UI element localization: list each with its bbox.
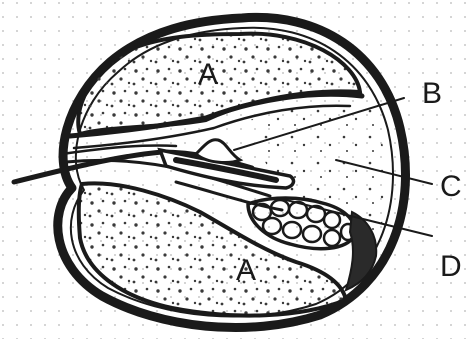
label-c: C (440, 170, 462, 203)
label-d: D (440, 250, 462, 283)
label-b: B (422, 77, 442, 110)
label-a-upper: A (198, 58, 218, 91)
label-a-lower: A (236, 254, 256, 287)
